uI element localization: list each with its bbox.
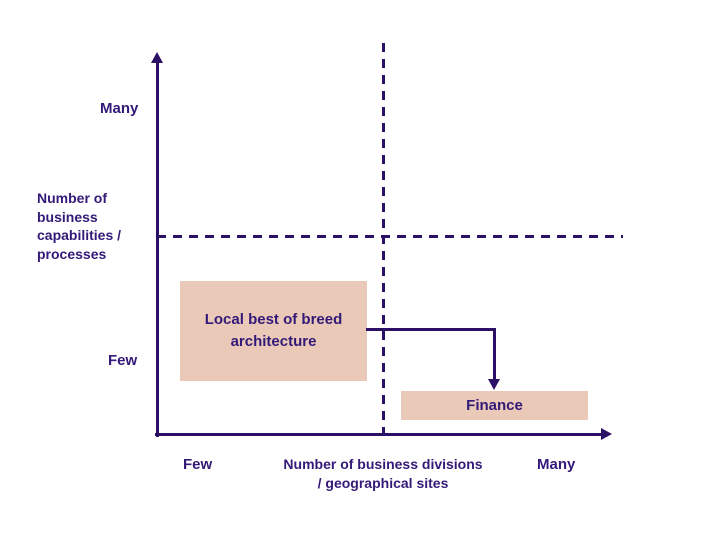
x-axis-arrowhead-icon <box>601 428 612 440</box>
x-axis-label-few: Few <box>183 456 213 473</box>
y-axis-arrowhead-icon <box>151 52 163 63</box>
y-axis-title: Number of business capabilities / proces… <box>37 190 122 262</box>
horizontal-dashed-threshold-line <box>157 235 623 238</box>
local-best-of-breed-label: Local best of breed architecture <box>204 311 343 350</box>
vertical-dashed-threshold-line <box>382 43 385 433</box>
finance-box: Finance <box>401 391 588 420</box>
local-best-of-breed-box: Local best of breed architecture <box>180 281 367 381</box>
y-axis-label-few: Few <box>108 352 138 369</box>
local-to-finance-arrow-vertical-segment <box>493 328 496 382</box>
x-axis-line <box>155 433 603 436</box>
y-axis-line <box>156 62 159 437</box>
finance-label: Finance <box>466 396 523 414</box>
local-to-finance-arrow-horizontal-segment <box>366 328 496 331</box>
y-axis-label-many: Many <box>100 100 139 117</box>
local-to-finance-arrowhead-icon <box>488 379 500 390</box>
x-axis-label-many: Many <box>537 456 576 473</box>
x-axis-title: Number of business divisions / geographi… <box>283 456 483 491</box>
